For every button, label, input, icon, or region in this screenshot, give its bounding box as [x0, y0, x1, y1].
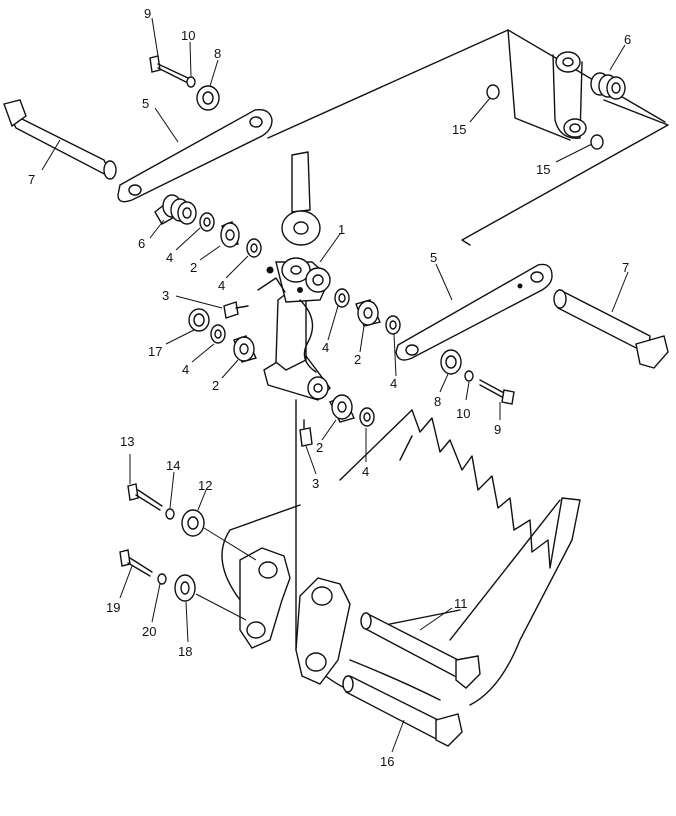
bucket — [221, 409, 581, 706]
seal-4-lower — [359, 407, 375, 427]
bushing-8-lower — [440, 349, 462, 375]
callout-17: 17 — [148, 344, 162, 359]
upper-right-bracket — [552, 51, 587, 139]
seal-4-upper-right — [246, 238, 262, 258]
leader-lines — [41, 17, 629, 753]
callout-11: 11 — [454, 596, 468, 611]
bushing-18 — [174, 574, 196, 602]
callout-6-left: 6 — [138, 236, 145, 251]
pin-16 — [342, 674, 463, 747]
bushing-seal-6-left — [154, 194, 197, 225]
seal-4-mid-right-a — [334, 288, 350, 308]
line-12-to-lug — [203, 527, 257, 561]
arm-cylinder-rod — [281, 151, 321, 246]
washer-10-upper — [186, 76, 196, 88]
line-18-to-lug — [195, 593, 247, 621]
washer-10-lower — [464, 370, 474, 382]
callout-7-left: 7 — [28, 172, 35, 187]
callout-10-upper: 10 — [181, 28, 195, 43]
callout-4-d: 4 — [322, 340, 329, 355]
callout-9-upper: 9 — [144, 6, 151, 21]
callout-15-b: 15 — [536, 162, 550, 177]
callout-labels: 9 10 8 6 5 7 15 15 1 6 4 2 4 3 17 4 2 4 … — [28, 6, 631, 769]
grease-fitting-3-upper — [223, 301, 249, 319]
seal-4-mid-left — [210, 324, 226, 344]
callout-2-b: 2 — [212, 378, 219, 393]
callout-10-lower: 10 — [456, 406, 470, 421]
callout-4-e: 4 — [390, 376, 397, 391]
callout-5-lower: 5 — [430, 250, 437, 265]
bushing-2-mid-right — [355, 299, 381, 327]
callout-12: 12 — [198, 478, 212, 493]
o-ring-15-b — [590, 134, 604, 150]
callout-2-c: 2 — [354, 352, 361, 367]
callout-4-a: 4 — [166, 250, 173, 265]
pin-7-right — [553, 288, 669, 369]
callout-20: 20 — [142, 624, 156, 639]
callout-6-upper-right: 6 — [624, 32, 631, 47]
callout-15-a: 15 — [452, 122, 466, 137]
bucket-lug-right — [295, 577, 351, 685]
bolt-9-lower — [479, 379, 515, 405]
seal-4-mid-right-b — [385, 315, 401, 335]
pin-11 — [360, 612, 481, 689]
callout-4-c: 4 — [182, 362, 189, 377]
bushing-2-mid-left — [233, 335, 257, 363]
washer-14 — [165, 508, 175, 520]
bushing-seal-6-upper — [590, 72, 626, 100]
callout-16: 16 — [380, 754, 394, 769]
callout-2-a: 2 — [190, 260, 197, 275]
callout-1: 1 — [338, 222, 345, 237]
bushing-2-lower — [329, 394, 355, 423]
bolt-19 — [119, 549, 153, 577]
callout-4-b: 4 — [218, 278, 225, 293]
callout-5-upper: 5 — [142, 96, 149, 111]
bushing-8-upper — [196, 85, 220, 111]
callout-3-lower: 3 — [312, 476, 319, 491]
bolt-9-upper — [149, 55, 189, 83]
link-5-lower — [395, 263, 553, 361]
washer-20 — [157, 573, 167, 585]
o-ring-15-a — [486, 84, 500, 100]
bushing-2-upper-left — [220, 221, 240, 248]
callout-19: 19 — [106, 600, 120, 615]
callout-8-lower: 8 — [434, 394, 441, 409]
washer-17 — [188, 308, 210, 332]
pin-7-left — [3, 99, 117, 180]
callout-2-d: 2 — [316, 440, 323, 455]
link-5-upper — [117, 109, 273, 203]
callout-4-f: 4 — [362, 464, 369, 479]
bucket-lug-left — [239, 547, 291, 649]
callout-8-upper: 8 — [214, 46, 221, 61]
callout-9-lower: 9 — [494, 422, 501, 437]
bolt-13 — [127, 483, 163, 511]
callout-3-upper: 3 — [162, 288, 169, 303]
callout-13: 13 — [120, 434, 134, 449]
bushing-12 — [181, 509, 205, 537]
callout-14: 14 — [166, 458, 180, 473]
callout-7-right: 7 — [622, 260, 629, 275]
grease-fitting-3-lower — [299, 419, 313, 447]
link-1 — [257, 257, 331, 401]
seal-4-upper-left — [199, 212, 215, 232]
callout-18: 18 — [178, 644, 192, 659]
